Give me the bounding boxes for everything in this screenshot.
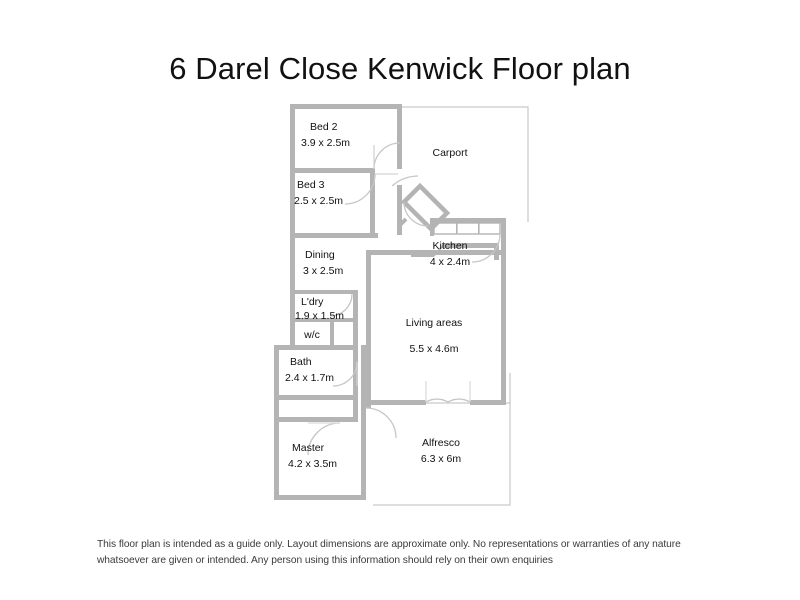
door-swings bbox=[307, 142, 501, 456]
wall-bath-bottom bbox=[274, 395, 358, 400]
room-labels: Bed 2 3.9 x 2.5m Bed 3 2.5 x 2.5m Carpor… bbox=[285, 121, 470, 470]
door-arc-porch-top bbox=[391, 175, 419, 187]
wall-bath-step-top bbox=[274, 345, 295, 350]
wall-carport-entry-stub bbox=[396, 217, 408, 229]
door-arc-laundry bbox=[329, 293, 353, 317]
room-label-wc: w/c bbox=[303, 329, 320, 341]
wall-robe-right bbox=[353, 395, 358, 420]
wall-robe-left bbox=[274, 395, 279, 420]
room-dim-bath: 2.4 x 1.7m bbox=[285, 372, 334, 384]
door-arc-alfresco-right bbox=[447, 398, 471, 403]
wall-master-bottom bbox=[274, 495, 366, 500]
wall-master-right bbox=[361, 400, 366, 500]
wall-bed2-right bbox=[397, 104, 402, 169]
room-dim-bed3: 2.5 x 2.5m bbox=[294, 195, 343, 207]
wall-hall-lower-right bbox=[361, 345, 366, 403]
alfresco-outline bbox=[373, 402, 511, 506]
wall-bed3-bottom bbox=[290, 233, 378, 238]
wall-bath-right bbox=[353, 350, 358, 400]
wall-bed-block-top bbox=[290, 104, 402, 109]
room-label-bed3: Bed 3 bbox=[297, 179, 325, 191]
door-arc-bed2 bbox=[373, 142, 401, 170]
room-label-master: Master bbox=[292, 442, 325, 454]
wall-robe-bottom bbox=[274, 417, 358, 422]
wall-bath-outer-left bbox=[274, 345, 279, 500]
room-dim-laundry: 1.9 x 1.5m bbox=[295, 310, 344, 322]
room-dim-living: 5.5 x 4.6m bbox=[409, 343, 458, 355]
wall-living-left bbox=[366, 253, 371, 403]
kitchen-bench-divider-1 bbox=[456, 223, 458, 234]
kitchen-benchtop bbox=[433, 222, 501, 235]
room-dim-alfresco: 6.3 x 6m bbox=[421, 453, 462, 465]
room-label-kitchen: Kitchen bbox=[432, 240, 467, 252]
wall-wc-bottom bbox=[290, 345, 358, 350]
wall-kitchen-right bbox=[501, 218, 506, 254]
wall-hall-right bbox=[397, 185, 402, 235]
kitchen-island-bench bbox=[411, 243, 499, 260]
wall-laundry-wc-divider bbox=[290, 318, 358, 322]
wall-wc-right bbox=[330, 322, 334, 350]
door-arc-hall-master bbox=[365, 407, 397, 439]
door-arc-kitchen bbox=[471, 233, 501, 263]
page-title: 6 Darel Close Kenwick Floor plan bbox=[169, 50, 631, 86]
door-arc-alfresco-left bbox=[425, 398, 449, 403]
room-label-bed2: Bed 2 bbox=[310, 121, 338, 133]
room-dim-bed2: 3.9 x 2.5m bbox=[301, 137, 350, 149]
disclaimer-line-2: whatsoever are given or intended. Any pe… bbox=[97, 555, 553, 566]
door-arc-bed3 bbox=[344, 173, 376, 205]
walls bbox=[274, 104, 506, 500]
door-arc-entry bbox=[403, 201, 429, 227]
disclaimer-line-1: This floor plan is intended as a guide o… bbox=[97, 539, 681, 550]
disclaimer-text: This floor plan is intended as a guide o… bbox=[97, 537, 697, 569]
wall-living-bottom-left bbox=[366, 400, 426, 405]
room-label-alfresco: Alfresco bbox=[422, 437, 460, 449]
room-dim-master: 4.2 x 3.5m bbox=[288, 458, 337, 470]
wall-living-bottom-right bbox=[470, 400, 506, 405]
room-dim-dining: 3 x 2.5m bbox=[303, 265, 344, 277]
wall-kitchen-top bbox=[430, 218, 506, 223]
floorplan-svg: Bed 2 3.9 x 2.5m Bed 3 2.5 x 2.5m Carpor… bbox=[274, 104, 529, 506]
wall-bed3-right bbox=[370, 173, 375, 235]
carport-outline bbox=[398, 106, 529, 222]
wall-bed2-bed3-divider bbox=[290, 168, 375, 173]
wall-dining-left bbox=[290, 233, 295, 295]
room-label-bath: Bath bbox=[290, 356, 312, 368]
room-label-living: Living areas bbox=[406, 317, 463, 329]
room-label-dining: Dining bbox=[305, 249, 335, 261]
room-label-carport: Carport bbox=[432, 147, 467, 159]
thin-boundary-lines bbox=[373, 106, 529, 506]
wall-laundry-top bbox=[290, 290, 358, 294]
kitchen-bench-divider-2 bbox=[478, 223, 480, 234]
wall-living-right bbox=[501, 250, 506, 405]
floorplan-diagram: Bed 2 3.9 x 2.5m Bed 3 2.5 x 2.5m Carpor… bbox=[0, 90, 800, 520]
room-dim-kitchen: 4 x 2.4m bbox=[430, 256, 471, 268]
wall-alfresco-left-post bbox=[366, 400, 371, 408]
entry-porch-diamond bbox=[400, 182, 451, 233]
room-label-laundry: L'dry bbox=[301, 296, 324, 308]
